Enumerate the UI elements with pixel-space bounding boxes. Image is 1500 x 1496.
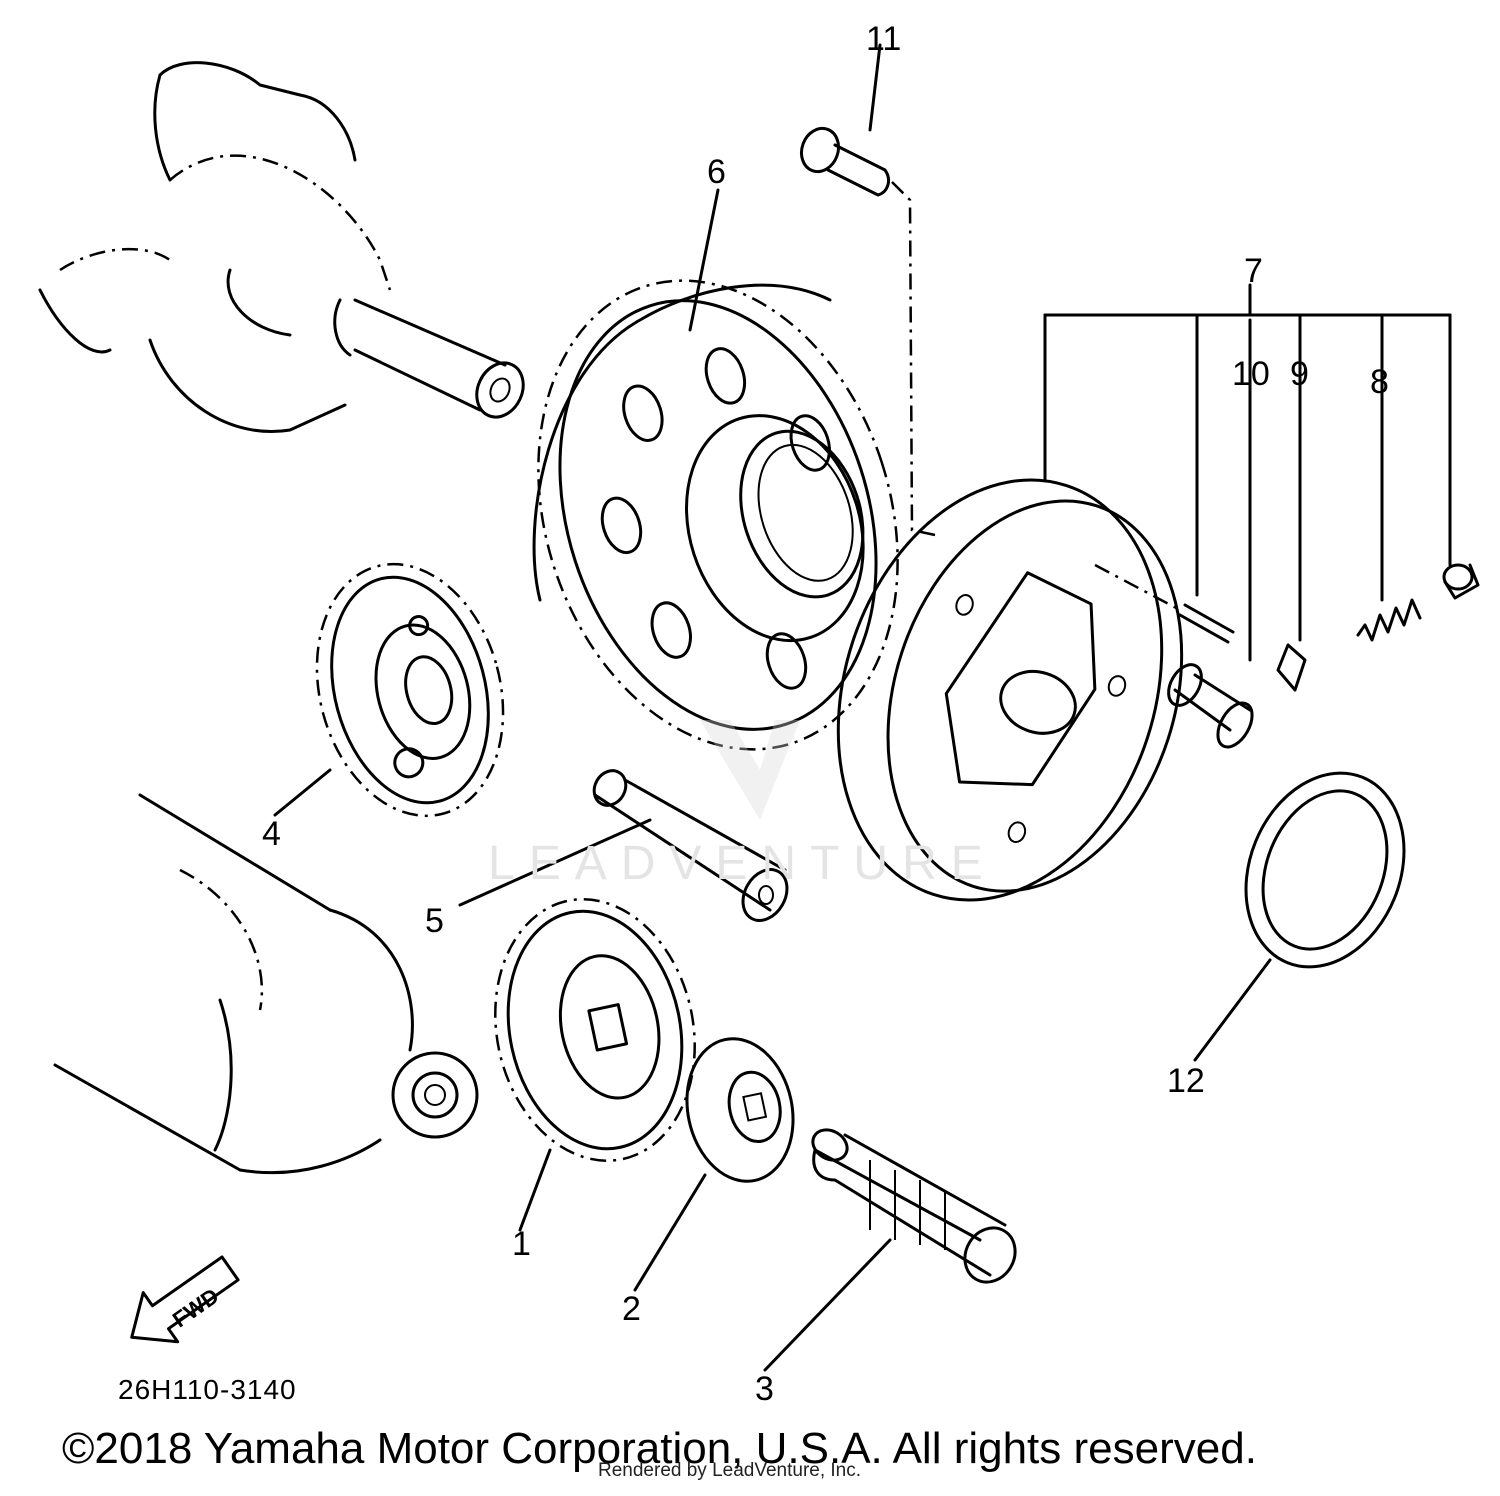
callout-8: 8 [1370,363,1389,401]
starter-wheel-gear [494,898,696,1162]
crankshaft-outline [38,61,525,433]
starter-motor-outline [53,793,479,1175]
roller-pin [1094,563,1235,644]
leader-12 [1193,958,1272,1062]
leader-2 [633,1173,707,1292]
callout-5: 5 [425,902,444,940]
leader-11 [868,43,882,132]
render-credit: Rendered by LeadVenture, Inc. [598,1460,862,1481]
leader-3 [763,1238,892,1372]
diagram-code: 26H110-3140 [118,1374,297,1405]
copyright-notice: ©2018 Yamaha Motor Corporation, U.S.A. A… [62,1424,1257,1473]
callout-10: 10 [1232,355,1270,393]
watermark-text: LEADVENTURE [488,837,997,890]
leader-4 [273,768,332,817]
callout-3: 3 [755,1370,774,1408]
leader-5 [458,818,652,907]
callout-11: 11 [866,20,901,58]
washer [1244,771,1406,969]
gear-shaft [592,769,789,922]
plunger [1276,643,1307,692]
idle-gear-large [537,279,899,751]
reduction-gear [315,562,505,818]
callout-1: 1 [512,1225,531,1263]
leader-1 [518,1148,552,1232]
roller [1167,663,1254,749]
watermark-logo [700,720,800,820]
callout-9: 9 [1290,355,1309,393]
callout-4: 4 [262,815,281,853]
spring-cap [1442,563,1480,600]
hex-bolt [799,126,936,537]
callout-12: 12 [1167,1062,1205,1100]
small-pinion-gear [685,1037,795,1183]
idle-gear-teeth-edge [532,283,832,602]
leader-6 [688,188,720,332]
starter-clutch-body [836,478,1184,902]
callout-2: 2 [622,1290,641,1328]
callout-7: 7 [1244,252,1263,290]
spring [1356,598,1422,642]
callout-6: 6 [707,153,726,191]
fwd-arrow-icon [130,1255,240,1344]
kit-bracket [1043,283,1452,662]
splined-shaft [811,1128,1017,1284]
